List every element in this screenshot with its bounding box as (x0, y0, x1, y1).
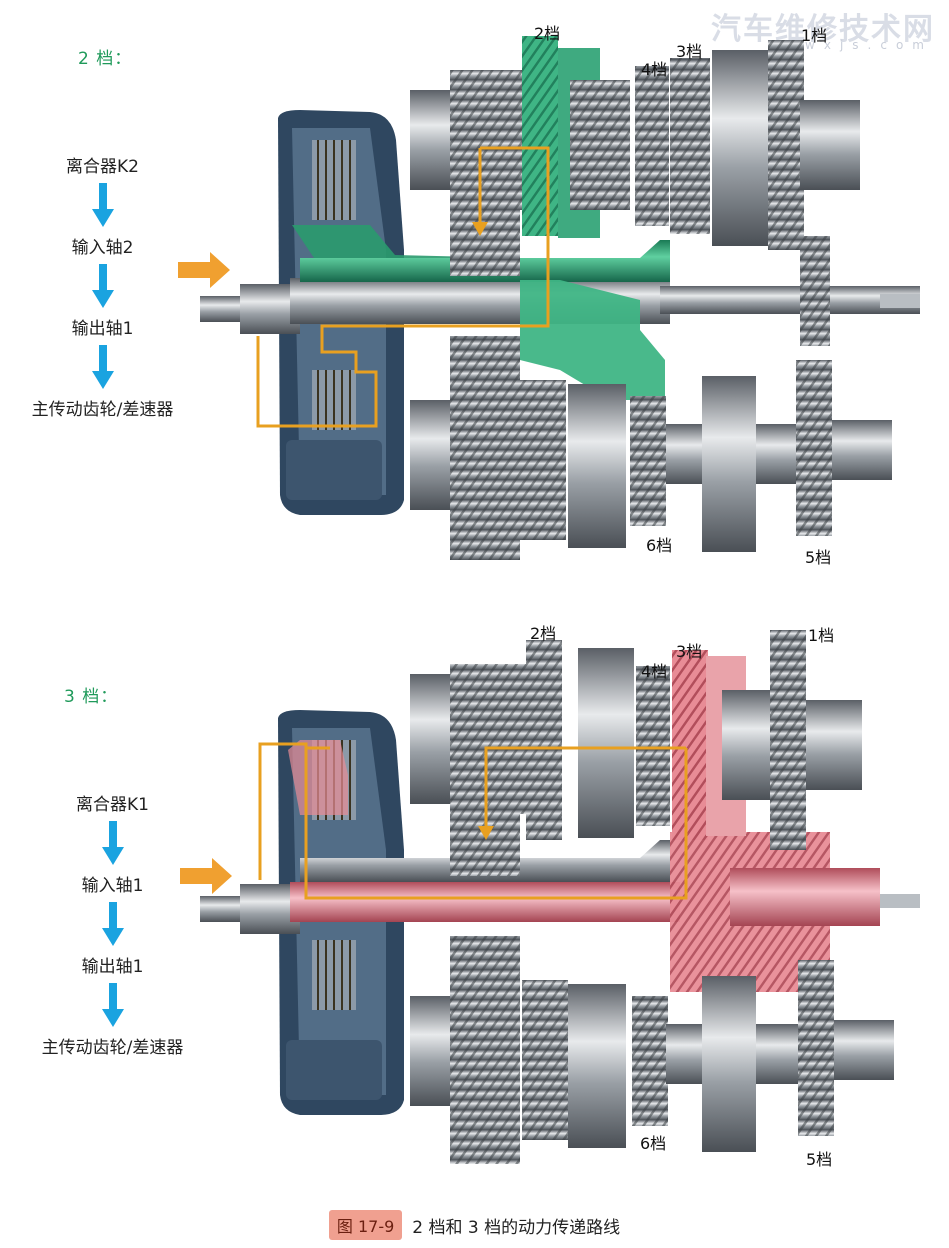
input-shaft-1-highlight (290, 882, 680, 922)
transmission-cutaway-gear-3 (180, 630, 920, 1164)
down-arrow-icon (91, 345, 114, 389)
panel-heading: 2 档： (78, 49, 133, 69)
watermark-text: 汽车维修技术网 (711, 12, 935, 47)
flow-step-output-shaft: 输出轴1 (71, 319, 134, 339)
figure-number-badge: 图 17-9 (328, 1210, 403, 1240)
gear-3 (670, 58, 710, 234)
gear-label-5: 5档 (805, 548, 832, 567)
down-arrow-icon (101, 902, 124, 946)
gear-upper-1 (450, 70, 528, 210)
figure-caption: 图 17-9 2 档和 3 档的动力传递路线 (0, 1210, 949, 1240)
gear-label-6: 6档 (640, 1134, 667, 1153)
gear-3-highlight (672, 650, 708, 840)
gear-4 (636, 666, 670, 826)
gear-label-1: 1档 (808, 626, 835, 645)
flow-step-output-shaft: 输出轴1 (81, 957, 144, 977)
down-arrow-icon (91, 183, 114, 227)
output-shaft-gear-2-highlight (520, 280, 665, 400)
power-flow-list: 离合器K2 输入轴2 输出轴1 主传动齿轮/差速器 (20, 152, 185, 420)
gear-2 (526, 640, 562, 840)
gear-label-1: 1档 (801, 26, 828, 45)
down-arrow-icon (101, 821, 124, 865)
gear-label-4: 4档 (641, 662, 668, 681)
panel-heading: 3 档： (64, 687, 119, 707)
flow-step-clutch: 离合器K2 (66, 157, 139, 177)
flow-step-input-shaft: 输入轴2 (71, 238, 134, 258)
panel-gear-2: 2 档： 离合器K2 输入轴2 输出轴1 主传动齿轮/差速器 (0, 0, 949, 600)
input-arrow-icon (180, 858, 232, 894)
gear-label-3: 3档 (676, 42, 703, 61)
watermark-subtext: cwxjs.com (789, 38, 933, 52)
gear-1 (768, 40, 804, 250)
gear-6 (632, 996, 668, 1126)
panel-gear-3: 3 档： 离合器K1 输入轴1 输出轴1 主传动齿轮/差速器 (0, 600, 949, 1200)
flow-step-final-drive: 主传动齿轮/差速器 (41, 1038, 184, 1058)
gear-label-2: 2档 (530, 624, 557, 643)
figure-caption-text: 2 档和 3 档的动力传递路线 (412, 1217, 621, 1238)
flow-step-input-shaft: 输入轴1 (81, 876, 144, 896)
gear-5 (798, 960, 834, 1136)
gear-label-3: 3档 (676, 642, 703, 661)
gear-4 (635, 66, 669, 226)
gear-2-highlight (522, 36, 558, 236)
clutch-plates (312, 140, 356, 430)
down-arrow-icon (101, 983, 124, 1027)
transmission-cutaway-gear-2 (178, 36, 920, 560)
power-flow-list: 离合器K1 输入轴1 输出轴1 主传动齿轮/差速器 (30, 790, 195, 1058)
figure-number: 图 17-9 (336, 1217, 395, 1236)
gear-6 (630, 396, 666, 526)
gear-label-5: 5档 (806, 1150, 833, 1169)
input-arrow-icon (178, 252, 230, 288)
power-path-line (304, 746, 688, 900)
clutch-k1-highlight (288, 740, 348, 815)
gear-label-2: 2档 (534, 24, 561, 43)
gear-5 (796, 360, 832, 536)
gear-label-6: 6档 (646, 536, 673, 555)
flow-step-final-drive: 主传动齿轮/差速器 (31, 400, 174, 420)
flow-step-clutch: 离合器K1 (76, 795, 149, 815)
gear-label-4: 4档 (641, 60, 668, 79)
power-path-line (256, 146, 550, 428)
down-arrow-icon (91, 264, 114, 308)
gear-1 (770, 630, 806, 850)
